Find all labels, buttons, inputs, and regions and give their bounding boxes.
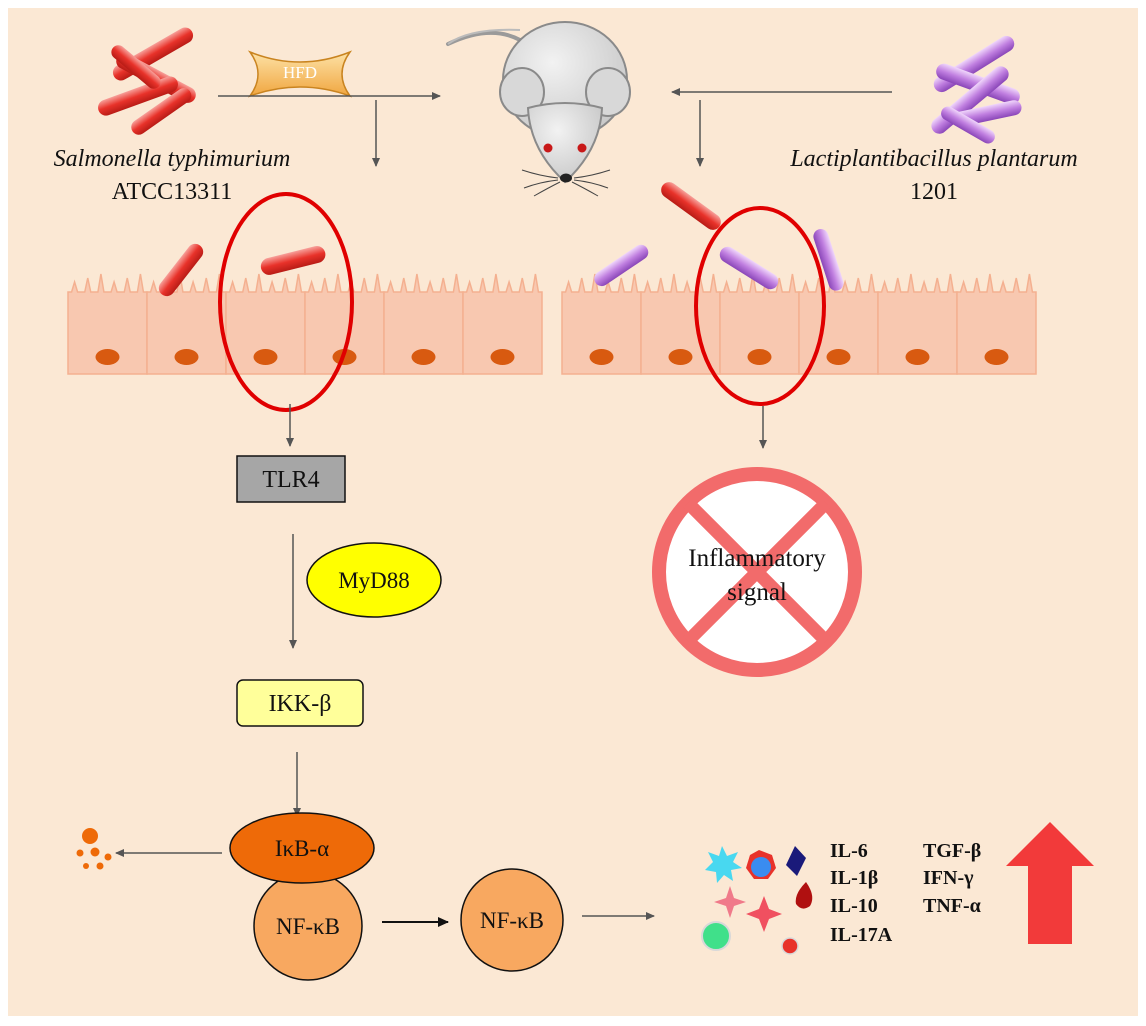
myd88-label: MyD88 (338, 568, 410, 593)
blocked-signal-line2: signal (727, 579, 787, 606)
background-panel (8, 8, 1138, 1016)
cell-nucleus (668, 349, 693, 365)
left-epithelium (67, 273, 543, 375)
cell-nucleus (253, 349, 278, 365)
cell-nucleus (984, 349, 1009, 365)
cell-nucleus (589, 349, 614, 365)
epithelial-cell (877, 273, 958, 375)
salmonella-bacterium (661, 182, 721, 230)
cell-nucleus (826, 349, 851, 365)
cytokine-label: IL-1β (830, 867, 878, 889)
cytokine-label: IL-17A (830, 924, 893, 946)
lactobacillus-bacterium (594, 244, 649, 287)
myd88-ellipse (306, 542, 442, 618)
cell-nucleus (747, 349, 772, 365)
degradation-fragments-icon (76, 828, 112, 870)
tlr4-box (236, 455, 346, 503)
increase-arrow-icon (1006, 822, 1094, 944)
ikk-box (236, 679, 364, 727)
salmonella-strain: ATCC13311 (112, 179, 232, 205)
epithelial-cell (67, 273, 148, 375)
epithelial-cell (462, 273, 543, 375)
hfd-text: HFD (283, 63, 317, 82)
epithelial-cell (225, 273, 306, 375)
highlight-circle-left (218, 192, 354, 412)
tlr4-label: TLR4 (262, 467, 319, 493)
ikk-label: IKK-β (269, 691, 332, 717)
epithelial-cell (146, 273, 227, 375)
epithelial-cell (719, 273, 800, 375)
epithelial-cell (383, 273, 464, 375)
highlight-circle-right (694, 206, 826, 406)
cytokine-cluster-icon (701, 846, 813, 955)
salmonella-cluster-icon (98, 27, 196, 135)
nfkb-free-circle (460, 868, 564, 972)
ikba-ellipse (229, 812, 375, 884)
cell-nucleus (490, 349, 515, 365)
cytokine-label: IFN-γ (923, 867, 974, 889)
salmonella-bacterium (260, 246, 326, 275)
cell-nucleus (95, 349, 120, 365)
cytokine-label: IL-6 (830, 840, 868, 862)
mouse-icon (446, 21, 631, 197)
cytokine-label: TGF-β (923, 840, 981, 862)
lactobacillus-cluster-icon (931, 35, 1022, 144)
nfkb-bound-label: NF-κB (276, 914, 340, 939)
lactobacillus-strain: 1201 (910, 179, 958, 205)
lactobacillus-bacterium (813, 229, 844, 291)
epithelial-cell (956, 273, 1037, 375)
cell-nucleus (174, 349, 199, 365)
blocked-signal-icon (652, 467, 862, 677)
salmonella-bacterium (158, 243, 204, 297)
cell-nucleus (411, 349, 436, 365)
nfkb-free-label: NF-κB (480, 908, 544, 933)
lactobacillus-name: Lactiplantibacillus plantarum (789, 146, 1077, 172)
blocked-signal-line1: Inflammatory (688, 545, 826, 572)
salmonella-name: Salmonella typhimurium (54, 146, 291, 172)
cytokine-label: IL-10 (830, 895, 878, 917)
cell-nucleus (905, 349, 930, 365)
lactobacillus-bacterium (719, 246, 779, 290)
ikba-label: IκB-α (275, 836, 329, 861)
cytokine-labels: IL-6 IL-1β IL-10 IL-17A TGF-β IFN-γ TNF-… (830, 840, 981, 946)
cytokine-label: TNF-α (923, 895, 981, 917)
